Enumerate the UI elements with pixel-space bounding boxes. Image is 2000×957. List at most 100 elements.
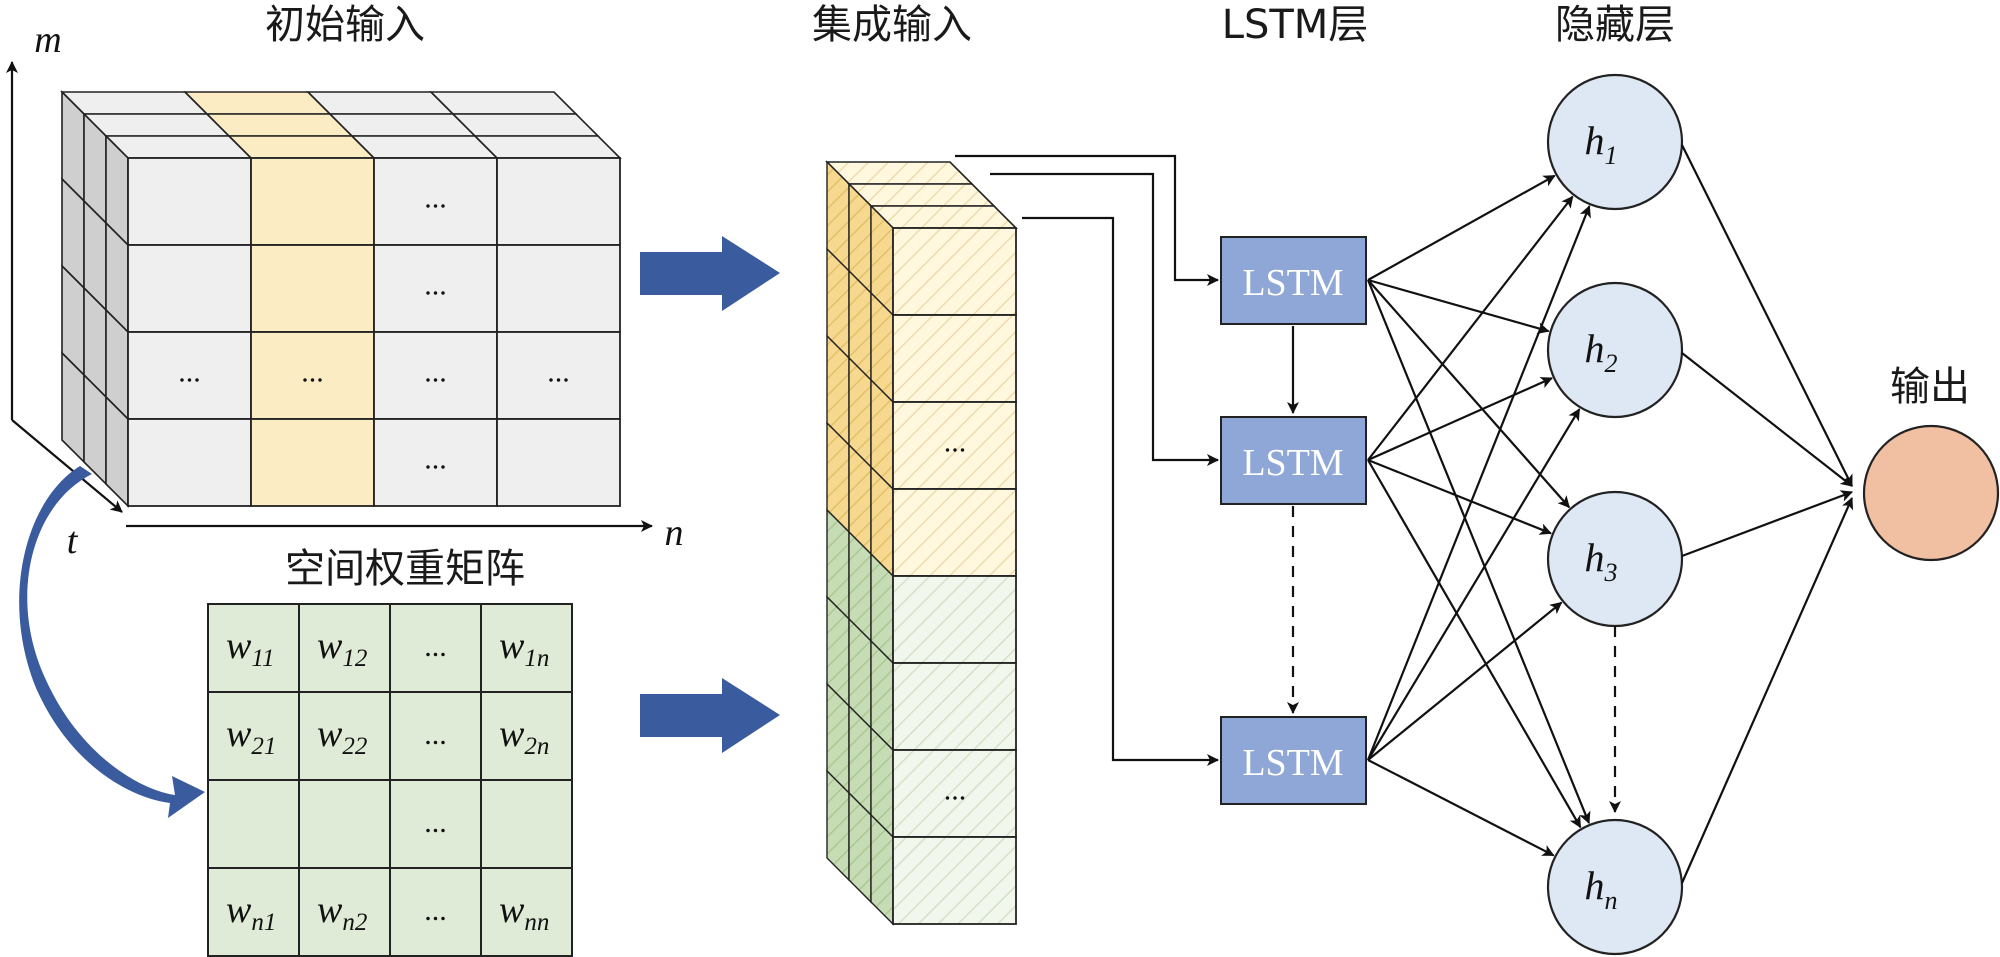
lstm-label-2: LSTM — [1242, 442, 1343, 484]
cube-front-cell — [373, 157, 498, 246]
integrated-input-column: ...... — [825, 160, 1018, 926]
column-front-cell — [892, 488, 1017, 577]
column-ellipsis: ... — [944, 774, 967, 807]
hidden-node-circle — [1546, 73, 1684, 211]
matrix-cell — [298, 779, 391, 869]
cube-ellipsis: ... — [424, 182, 447, 215]
cube-front-cell — [373, 331, 498, 420]
title-integrated-input: 集成输入 — [812, 2, 972, 48]
fc-link — [1367, 408, 1581, 761]
matrix-cell — [298, 603, 391, 693]
lstm-cell-1: LSTM — [1220, 236, 1367, 325]
hidden-node-1: h1 — [1546, 73, 1684, 211]
matrix-cell — [207, 691, 300, 781]
cube-front-cell — [496, 331, 621, 420]
column-front-cell — [892, 314, 1017, 403]
cube-front-cell — [496, 418, 621, 507]
initial-input-cube: m t n ..................... — [5, 19, 684, 562]
matrix-ellipsis: ... — [424, 894, 447, 927]
cube-top-cell — [306, 91, 455, 115]
matrix-cell — [207, 867, 300, 957]
fc-link — [1367, 458, 1552, 535]
cube-top-cell — [60, 91, 209, 115]
cube-top-cell — [451, 113, 600, 137]
fc-link — [1367, 195, 1574, 461]
matrix-weight: w21 — [226, 713, 276, 760]
hidden-node-4: hn — [1546, 818, 1684, 956]
cube-top-cell — [227, 135, 376, 159]
matrix-cell — [389, 867, 482, 957]
matrix-cell — [480, 779, 573, 869]
hidden-node-circle — [1546, 818, 1684, 956]
cube-front-cell — [250, 418, 375, 507]
output-node — [1862, 424, 2000, 562]
hidden-node-label: hn — [1585, 863, 1618, 915]
matrix-cell — [389, 691, 482, 781]
cube-front-cell — [496, 157, 621, 246]
matrix-cell — [480, 603, 573, 693]
cube-front-cell — [496, 244, 621, 333]
hidden-layer: h1 h2 h3 hn — [1546, 73, 1684, 956]
column-ellipsis: ... — [944, 426, 967, 459]
cube-front-cell — [250, 244, 375, 333]
cube-top-cell — [82, 113, 231, 137]
cube-top-cell — [183, 91, 332, 115]
fc-link — [1366, 205, 1591, 761]
fc-link — [1367, 377, 1553, 462]
cube-front-cell — [127, 244, 252, 333]
matrix-weight: wnn — [499, 889, 549, 936]
cube-ellipsis: ... — [424, 443, 447, 476]
column-to-lstm-links — [955, 154, 1219, 766]
block-arrow-top — [640, 236, 780, 311]
cube-top-cell — [473, 135, 622, 159]
cube-ellipsis: ... — [424, 356, 447, 389]
column-front-cell — [892, 749, 1017, 838]
fc-link — [1367, 459, 1582, 829]
column-front-cell — [892, 836, 1017, 925]
hidden-node-3: h3 — [1546, 490, 1684, 628]
matrix-ellipsis: ... — [424, 806, 447, 839]
axis-t — [11, 419, 123, 513]
cube-top-cell — [205, 113, 354, 137]
column-top-cell — [825, 161, 974, 185]
fc-link — [1367, 174, 1556, 281]
title-spatial-matrix: 空间权重矩阵 — [285, 546, 525, 592]
cube-layer — [82, 112, 600, 486]
matrix-ellipsis: ... — [424, 718, 447, 751]
column-top-cell — [847, 183, 996, 207]
title-initial-input: 初始输入 — [265, 2, 425, 48]
fc-link — [1367, 278, 1550, 334]
cube-front-cell — [373, 244, 498, 333]
title-hidden-layer: 隐藏层 — [1555, 2, 1675, 48]
lstm-cell-2: LSTM — [1220, 416, 1367, 505]
cube-front-cell — [250, 157, 375, 246]
cube-ellipsis: ... — [301, 356, 324, 389]
matrix-cell — [207, 779, 300, 869]
cube-top-cell — [104, 135, 253, 159]
fc-link — [1367, 759, 1555, 857]
fc-link — [1367, 279, 1571, 509]
column-front-cell — [892, 575, 1017, 664]
title-lstm-layer: LSTM层 — [1222, 2, 1369, 48]
fc-link — [1366, 279, 1591, 825]
axis-label-m: m — [34, 19, 61, 61]
column-top-cell — [869, 205, 1018, 229]
curved-arrow — [19, 466, 205, 818]
lstm-label-1: LSTM — [1242, 262, 1343, 304]
column-front-cell — [892, 662, 1017, 751]
lstm-cell-3: LSTM — [1220, 716, 1367, 805]
cube-front-cell — [373, 418, 498, 507]
cube-ellipsis: ... — [424, 269, 447, 302]
matrix-cell — [480, 867, 573, 957]
cube-front-cell — [127, 157, 252, 246]
axis-label-n: n — [665, 512, 684, 554]
cube-front-cell — [127, 331, 252, 420]
matrix-cell — [389, 603, 482, 693]
hidden-node-circle — [1546, 281, 1684, 419]
matrix-weight: wn2 — [317, 889, 367, 936]
cube-top-cell — [328, 113, 477, 137]
column-front-cell — [892, 401, 1017, 490]
hidden-node-2: h2 — [1546, 281, 1684, 419]
title-output: 输出 — [1890, 364, 1970, 410]
